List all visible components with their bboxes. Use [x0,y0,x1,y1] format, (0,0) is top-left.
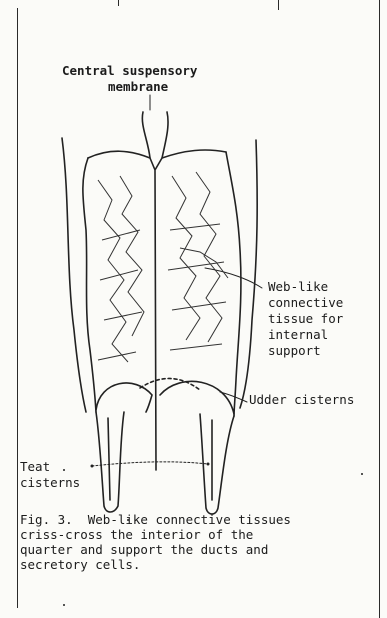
caption-line-4: secretory cells. [20,557,370,572]
membrane-label: membrane [108,79,168,94]
web-label-line-1: Web-like [268,279,328,294]
udder-cistern-arc [140,378,200,390]
figure-caption: Fig. 3. Web-like connective tissues cris… [20,512,370,572]
outer-contour-left [62,138,86,412]
web-label-line-4: internal [268,327,328,342]
udder-cisterns-label: Udder cisterns [249,392,354,407]
web-label-line-2: connective [268,295,343,310]
web-label-line-5: support [268,343,321,358]
lower-lobe-right [160,381,234,414]
teat-label-line-1: Teat [20,459,50,474]
central-suspensory-label: Central suspensory [62,63,197,78]
web-label-line-3: tissue for [268,311,343,326]
udder-top-right [162,150,226,158]
udder-outline-right [226,152,241,416]
teat-label-line-2: cisterns [20,475,80,490]
caption-line-2: criss-cross the interior of the [20,527,370,542]
web-label-leader [205,268,262,288]
central-membrane [142,112,168,470]
caption-line-1: Fig. 3. Web-like connective tissues [20,512,370,527]
figure-number: Fig. 3. [20,512,73,527]
outer-contour-right [240,140,257,408]
caption-text-1: Web-like connective tissues [88,512,291,527]
caption-line-3: quarter and support the ducts and [20,542,370,557]
udder-top-left [88,151,150,158]
connective-tissue-texture [98,172,228,362]
teat-cistern-left [108,418,110,500]
lower-lobe-left [96,383,152,412]
udder-outline-left [83,158,96,412]
